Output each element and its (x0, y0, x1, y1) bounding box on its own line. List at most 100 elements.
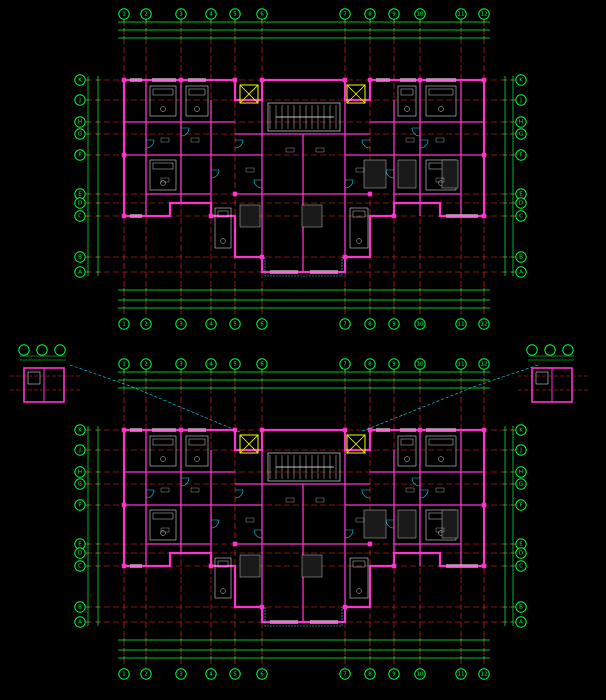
plan-1-furniture-1 (397, 509, 417, 539)
plan-1-axis-bubble-left-6-circle (74, 547, 86, 559)
plan-0-room-tag-7 (355, 167, 365, 173)
plan-1-axis-bubble-right-9: A (515, 616, 527, 628)
plan-0-axis-bubble-left-1: J (74, 94, 86, 106)
plan-0-axis-bubble-top-1: 2 (140, 8, 152, 20)
plan-0-room-tag-2 (405, 137, 415, 143)
plan-1-axis-bubble-left-3: G (74, 478, 86, 490)
plan-1-axis-bubble-left-7-circle (74, 560, 86, 572)
plan-0-door-1 (210, 169, 220, 179)
plan-0-axis-bubble-bottom-6-circle (339, 318, 351, 330)
plan-1-axis-bubble-top-10-label: 11 (458, 361, 465, 367)
plan-1-axis-bubble-left-1-circle (74, 444, 86, 456)
plan-1-axis-bubble-bottom-4: 5 (229, 668, 241, 680)
plan-1-axis-bubble-left-4-circle (74, 499, 86, 511)
plan-1-column-11 (342, 604, 348, 610)
plan-0-axis-bubble-bottom-10: 11 (455, 318, 467, 330)
plan-1-column-14 (121, 502, 127, 508)
plan-1-axis-bubble-bottom-10-circle (455, 668, 467, 680)
plan-0-furniture-3 (301, 204, 323, 228)
plan-1-axis-bubble-right-8-circle (515, 601, 527, 613)
plan-0-axis-bubble-bottom-5-circle (256, 318, 268, 330)
detail-right-bubble-2-circle (562, 344, 574, 356)
plan-1-axis-bubble-left-3-label: G (78, 481, 82, 487)
detail-left-bubble-2 (54, 344, 66, 356)
plan-1-furniture-2 (441, 509, 459, 539)
plan-1-column-7 (481, 427, 487, 433)
plan-1-axis-bubble-bottom-5: 6 (256, 668, 268, 680)
plan-1-axis-bubble-bottom-9: 10 (414, 668, 426, 680)
plan-0-fixture-room-0 (149, 85, 177, 117)
plan-0-fixture-room-6 (214, 207, 232, 249)
plan-0-column-12 (391, 213, 397, 219)
plan-0-axis-bubble-bottom-11-label: 12 (481, 321, 488, 327)
plan-1-door-4 (385, 519, 395, 529)
plan-1-axis-bubble-bottom-4-label: 5 (233, 671, 237, 677)
plan-1-axis-bubble-bottom-8: 9 (388, 668, 400, 680)
plan-0-axis-bubble-left-9-label: A (78, 269, 82, 275)
plan-1-axis-bubble-top-3-label: 4 (209, 361, 213, 367)
plan-0-column-2 (232, 77, 238, 83)
plan-0-axis-bubble-bottom-11-circle (478, 318, 490, 330)
plan-1-axis-bubble-top-2-label: 3 (179, 361, 183, 367)
plan-0-door-8 (234, 139, 244, 149)
detail-left-bubble-0 (18, 344, 30, 356)
plan-0-axis-bubble-left-6: D (74, 197, 86, 209)
plan-1-axis-bubble-top-6: 7 (339, 358, 351, 370)
plan-1-axis-bubble-top-5: 6 (256, 358, 268, 370)
plan-0-room-tag-3 (435, 137, 445, 143)
plan-1-axis-bubble-bottom-1-label: 2 (144, 671, 148, 677)
plan-0-door-2 (253, 179, 263, 189)
plan-0-furniture-1 (397, 159, 417, 189)
plan-1-column-1 (178, 427, 184, 433)
plan-1-balcony (264, 607, 343, 627)
plan-0-axis-bubble-bottom-10-circle (455, 318, 467, 330)
plan-1-axis-bubble-right-4-label: F (519, 502, 522, 508)
plan-1-column-0 (121, 427, 127, 433)
plan-1-axis-bubble-bottom-0-circle (118, 668, 130, 680)
plan-0-room-tag-4 (160, 177, 170, 183)
plan-1-door-5 (419, 489, 429, 499)
plan-0-axis-bubble-top-3-label: 4 (209, 11, 213, 17)
plan-1-axis-bubble-right-3-label: G (519, 481, 523, 487)
detail-right-bubble-0-circle (526, 344, 538, 356)
plan-1-elevator-0 (239, 434, 259, 454)
plan-1-window-9 (310, 620, 338, 624)
plan-1-axis-bubble-bottom-0: 1 (118, 668, 130, 680)
plan-1-fixture-room-4 (149, 509, 177, 541)
plan-1-axis-bubble-bottom-10: 11 (455, 668, 467, 680)
plan-0-axis-bubble-bottom-9: 10 (414, 318, 426, 330)
plan-0-room-tag-8 (285, 147, 295, 153)
plan-0-axis-bubble-left-0-circle (74, 74, 86, 86)
plan-1-axis-bubble-top-7: 8 (364, 358, 376, 370)
plan-0-axis-bubble-top-2-label: 3 (179, 11, 183, 17)
plan-0-axis-bubble-bottom-4: 5 (229, 318, 241, 330)
plan-1-axis-bubble-right-7-circle (515, 560, 527, 572)
plan-0-axis-bubble-right-2: H (515, 116, 527, 128)
plan-0-axis-bubble-left-3: G (74, 128, 86, 140)
plan-1-fixture-room-1 (185, 435, 209, 467)
plan-1-axis-bubble-top-1: 2 (140, 358, 152, 370)
plan-1-door-9 (361, 489, 371, 499)
plan-0-window-1 (152, 78, 176, 82)
plan-1-axis-bubble-left-4-label: F (78, 502, 81, 508)
plan-0-axis-bubble-right-8-label: B (519, 254, 523, 260)
plan-1-axis-bubble-right-1-label: J (519, 447, 522, 453)
plan-0-axis-bubble-bottom-4-label: 5 (233, 321, 237, 327)
plan-0-axis-bubble-top-11: 12 (478, 8, 490, 20)
plan-1-axis-bubble-right-8-label: B (519, 604, 523, 610)
plan-1-axis-bubble-bottom-9-circle (414, 668, 426, 680)
plan-0-axis-bubble-top-4: 5 (229, 8, 241, 20)
plan-0-column-1 (178, 77, 184, 83)
plan-1-axis-bubble-left-7: C (74, 560, 86, 572)
plan-1-axis-bubble-left-0-circle (74, 424, 86, 436)
plan-1-axis-bubble-left-0-label: K (78, 427, 82, 433)
plan-0-window-7 (446, 214, 478, 218)
plan-1-axis-bubble-right-6-circle (515, 547, 527, 559)
plan-1-axis-bubble-left-1-label: J (78, 447, 81, 453)
plan-0-axis-bubble-bottom-8-circle (388, 318, 400, 330)
plan-0-axis-bubble-right-7-label: C (519, 213, 523, 219)
plan-0-furniture-2 (441, 159, 459, 189)
plan-0-axis-bubble-left-2-label: H (78, 119, 82, 125)
plan-1-axis-bubble-left-4: F (74, 499, 86, 511)
